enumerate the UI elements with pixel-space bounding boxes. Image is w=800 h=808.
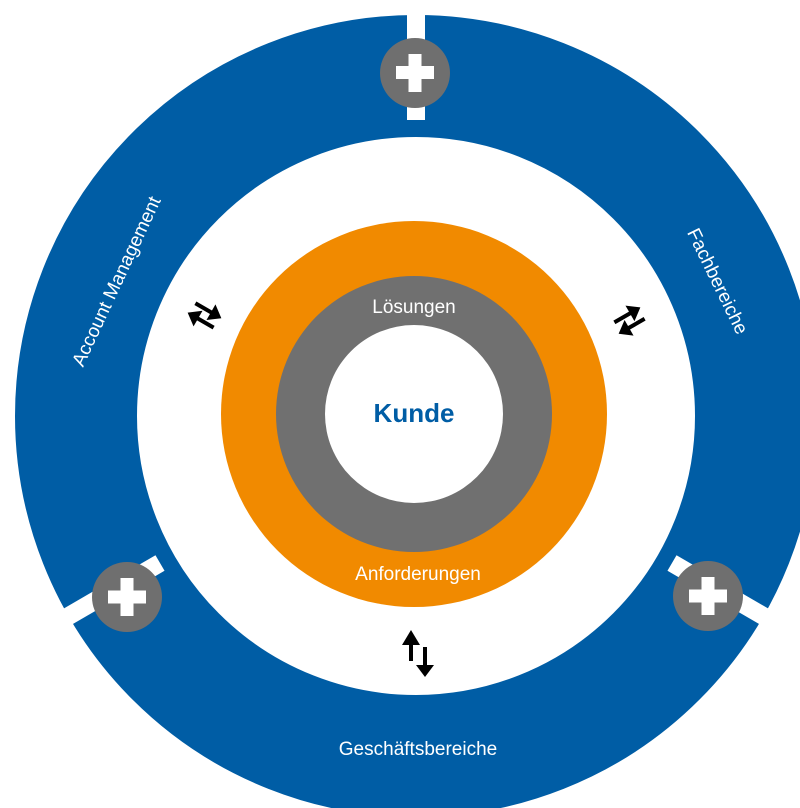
segment-label-geschaeftsbereiche: Geschäftsbereiche [339, 739, 497, 760]
add-button-right[interactable] [673, 561, 743, 631]
add-button-top[interactable] [380, 38, 450, 108]
solutions-label: Lösungen [372, 297, 455, 318]
swap-arrows-icon-right [613, 305, 646, 336]
requirements-label: Anforderungen [355, 564, 481, 585]
plus-icon [108, 578, 146, 616]
add-button-left[interactable] [92, 562, 162, 632]
center-label: Kunde [374, 398, 455, 428]
swap-arrows-icon-left [187, 301, 222, 330]
swap-arrows-icon-bottom [402, 630, 434, 677]
plus-icon [689, 577, 727, 615]
customer-core [325, 325, 503, 503]
plus-icon [396, 54, 434, 92]
